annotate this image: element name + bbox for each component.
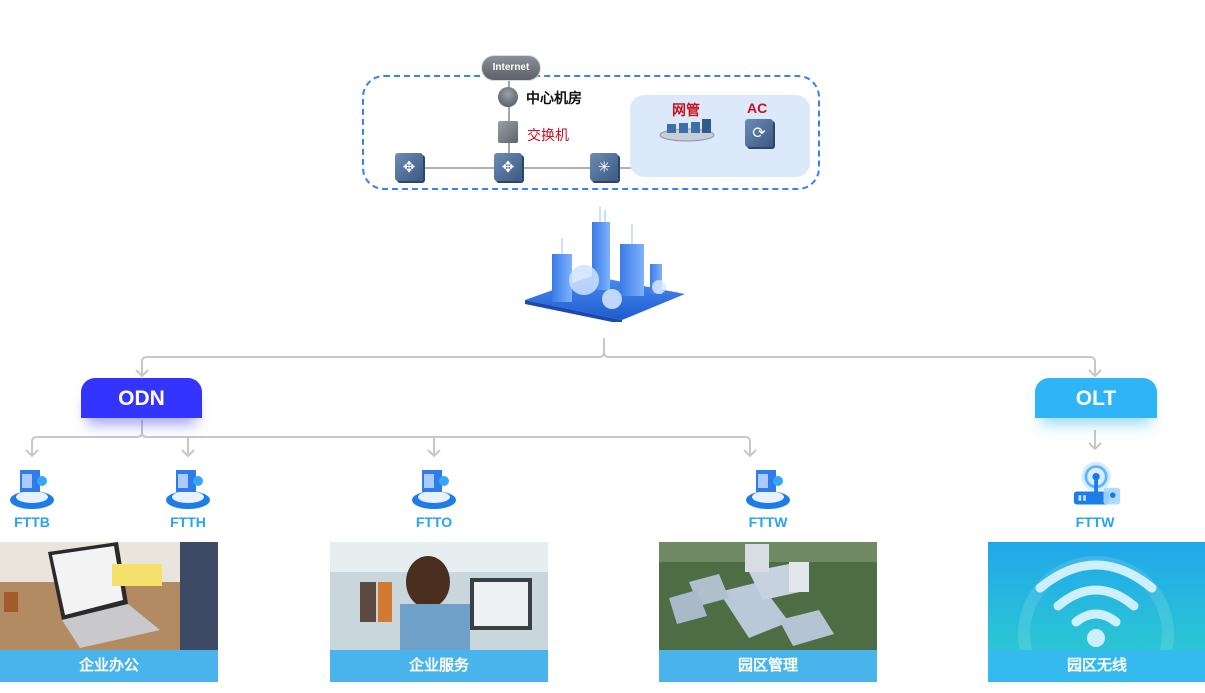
endpoint-label-fttb: FTTB	[14, 514, 50, 530]
scenario-caption: 企业办公	[0, 650, 218, 682]
core-network-boundary	[362, 75, 820, 190]
camera-icon	[412, 470, 456, 509]
scenario-card-office[interactable]: 企业办公	[0, 542, 218, 682]
endpoint-label-olt-fttw: FTTW	[1075, 514, 1115, 530]
scenario-card-service[interactable]: 企业服务	[330, 542, 548, 682]
endpoint-label-ftth: FTTH	[170, 514, 206, 530]
smart-campus-illustration	[525, 206, 685, 322]
odn-node[interactable]: ODN	[81, 378, 202, 418]
network-management-icon	[659, 119, 715, 142]
scenario-card-wireless[interactable]: 园区无线	[988, 542, 1205, 682]
arrow-olt	[1088, 369, 1102, 378]
scenario-caption: 企业服务	[330, 650, 548, 682]
connector-fttw	[141, 431, 751, 456]
core-router-icon	[498, 87, 518, 107]
camera-icon	[10, 470, 54, 509]
wifi-illustration	[988, 542, 1205, 650]
scenario-caption: 园区管理	[659, 650, 877, 682]
access-controller-icon: ⟳	[745, 119, 773, 147]
call-center-photo	[330, 542, 548, 650]
access-switch-icon: ✥	[395, 153, 423, 181]
ac-label: AC	[747, 100, 768, 116]
olt-label: OLT	[1075, 387, 1117, 410]
camera-icon	[746, 470, 790, 509]
camera-icon	[166, 470, 210, 509]
core-switch-icon	[498, 121, 518, 143]
connector-to-olt	[603, 351, 1096, 376]
arrow-odn	[135, 369, 149, 378]
internet-cloud-icon: Internet	[481, 55, 541, 81]
office-laptop-photo	[0, 542, 218, 650]
industrial-park-aerial-photo	[659, 542, 877, 650]
olt-node[interactable]: OLT	[1035, 378, 1157, 418]
nms-label: 网管	[672, 102, 700, 118]
endpoint-label-ftto: FTTO	[415, 514, 453, 530]
core-room-label: 中心机房	[526, 90, 582, 106]
switch-label: 交换机	[527, 127, 569, 143]
endpoint-label-fttw: FTTW	[748, 514, 788, 530]
connector-to-odn	[141, 338, 605, 376]
management-zone	[630, 95, 810, 177]
wireless-ap-icon	[1073, 461, 1121, 505]
internet-label: Internet	[492, 62, 530, 73]
distribution-switch-icon: ✳	[590, 153, 618, 181]
connector-fttb	[31, 420, 143, 456]
scenario-card-campus[interactable]: 园区管理	[659, 542, 877, 682]
odn-label: ODN	[118, 387, 165, 410]
aggregation-switch-icon: ✥	[494, 153, 522, 181]
scenario-caption: 园区无线	[988, 650, 1205, 682]
